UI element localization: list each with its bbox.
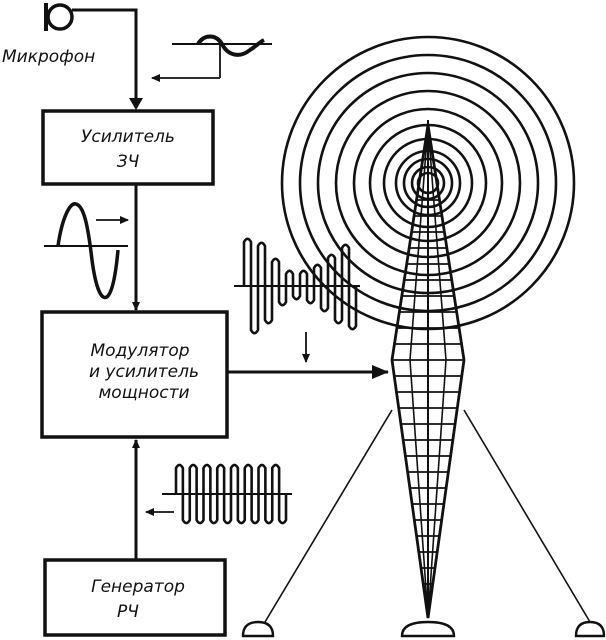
generator-label-line2: РЧ <box>117 602 139 622</box>
amplifier-label-line1: Усилитель <box>81 127 175 147</box>
microphone-icon <box>44 3 143 110</box>
modulator-amplifier-block <box>40 310 229 439</box>
modulator-label-line3: мощности <box>98 383 189 403</box>
modulator-label-line1: Модулятор <box>90 341 189 361</box>
rf-generator-block <box>43 558 227 637</box>
amplified-audio-wave-icon <box>44 202 129 300</box>
modulated-wave-icon <box>234 237 360 363</box>
antenna-tower-icon <box>241 120 606 638</box>
audio-amplifier-block <box>41 109 215 186</box>
amplifier-label-line2: ЗЧ <box>117 152 140 172</box>
modulator-label-line2: и усилитель <box>89 362 199 382</box>
carrier-wave-icon <box>145 463 292 525</box>
audio-wave-icon <box>151 34 272 82</box>
microphone-label: Микрофон <box>2 47 95 67</box>
generator-label-line1: Генератор <box>91 577 185 597</box>
